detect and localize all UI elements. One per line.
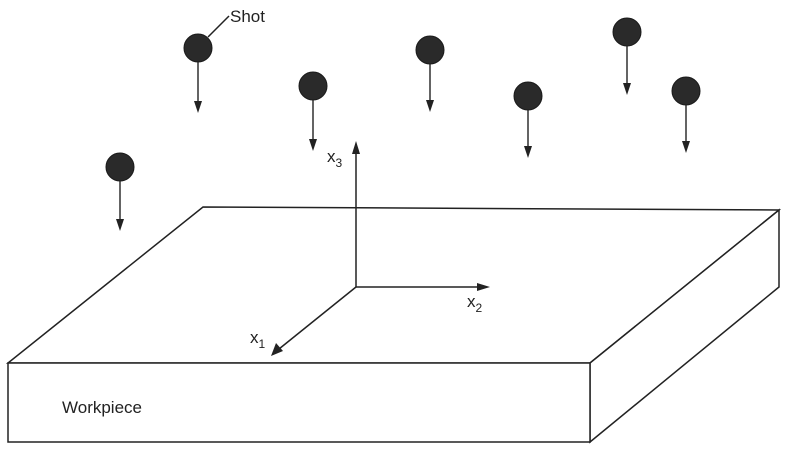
x1-arrowhead <box>271 343 283 356</box>
shot-ball <box>105 152 135 182</box>
x3-arrowhead <box>352 141 360 154</box>
shot-ball <box>612 17 642 47</box>
shot-ball <box>671 76 701 106</box>
shot <box>105 152 135 231</box>
x2-label: x2 <box>467 292 483 315</box>
x3-label: x3 <box>327 147 343 170</box>
x2-arrowhead <box>477 283 490 291</box>
shot-arrowhead <box>623 83 631 95</box>
shot-ball <box>183 33 213 63</box>
x1-label: x1 <box>250 328 266 351</box>
shot-ball <box>298 71 328 101</box>
shot-ball <box>415 35 445 65</box>
shot <box>298 71 328 151</box>
shot <box>671 76 701 153</box>
shot-arrowhead <box>426 100 434 112</box>
workpiece-front-face <box>7 362 591 443</box>
shot-arrowhead <box>682 141 690 153</box>
shot <box>612 17 642 95</box>
shot-callout-leader <box>207 15 230 38</box>
shot-group <box>105 17 701 231</box>
shot-arrowhead <box>116 219 124 231</box>
coordinate-axes <box>271 141 490 356</box>
shot-ball <box>513 81 543 111</box>
shot <box>183 33 213 113</box>
x1-axis <box>278 286 357 350</box>
shot-label: Shot <box>230 7 265 26</box>
shot <box>513 81 543 158</box>
shot-arrowhead <box>524 146 532 158</box>
workpiece-label: Workpiece <box>62 398 142 417</box>
shot-arrowhead <box>194 101 202 113</box>
shot <box>415 35 445 112</box>
workpiece-block <box>5 206 782 444</box>
shot-arrowhead <box>309 139 317 151</box>
